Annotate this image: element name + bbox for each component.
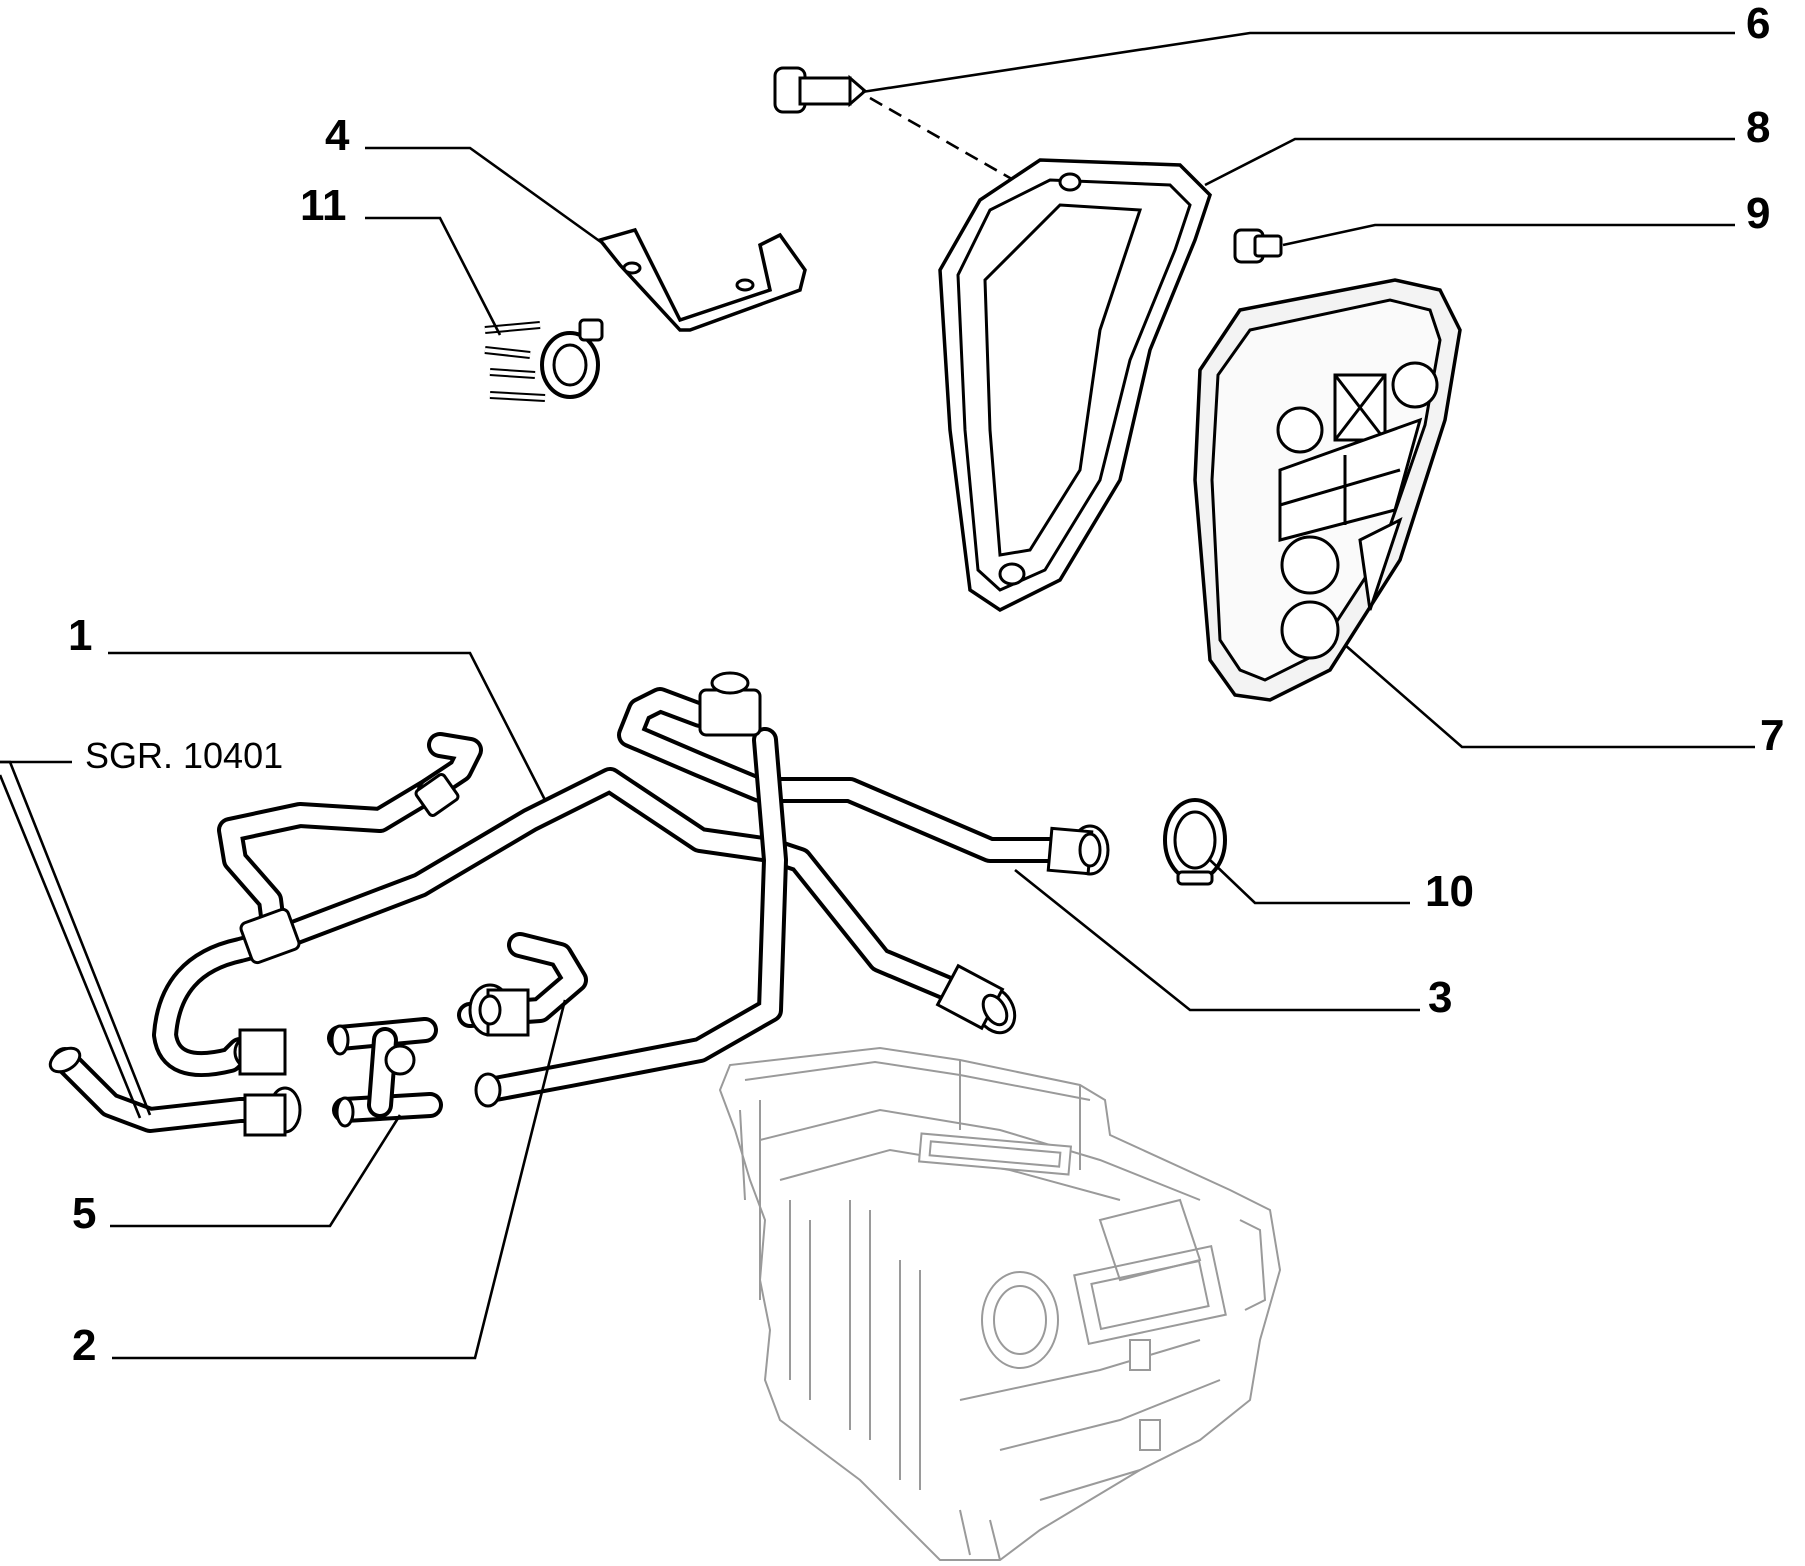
callout-9: 9	[1746, 189, 1770, 238]
callout-7: 7	[1760, 711, 1784, 760]
leader-lines	[0, 31, 1755, 1360]
callout-1: 1	[68, 611, 92, 660]
bolt-6	[773, 66, 1046, 200]
bracket-4	[596, 227, 807, 332]
callout-4: 4	[325, 111, 350, 160]
nut-9	[1233, 228, 1283, 264]
callout-8: 8	[1746, 103, 1770, 152]
heater-unit-drawing	[718, 1046, 1282, 1561]
callout-6: 6	[1746, 0, 1770, 48]
gasket-8	[938, 158, 1213, 613]
callout-labels: 1 2 3 4 5 6 7 8 9 10 11 SGR. 10401	[68, 0, 1784, 1370]
callout-11: 11	[300, 181, 347, 230]
callout-10: 10	[1425, 867, 1474, 916]
cover-panel-7	[1193, 278, 1462, 702]
clip-11	[484, 318, 604, 402]
callout-3: 3	[1428, 973, 1452, 1022]
group-reference-label: SGR. 10401	[85, 735, 283, 776]
hose-clamp-10	[1163, 798, 1227, 886]
hose-assembly	[48, 671, 1110, 1137]
callout-2: 2	[72, 1321, 96, 1370]
callout-5: 5	[72, 1189, 96, 1238]
